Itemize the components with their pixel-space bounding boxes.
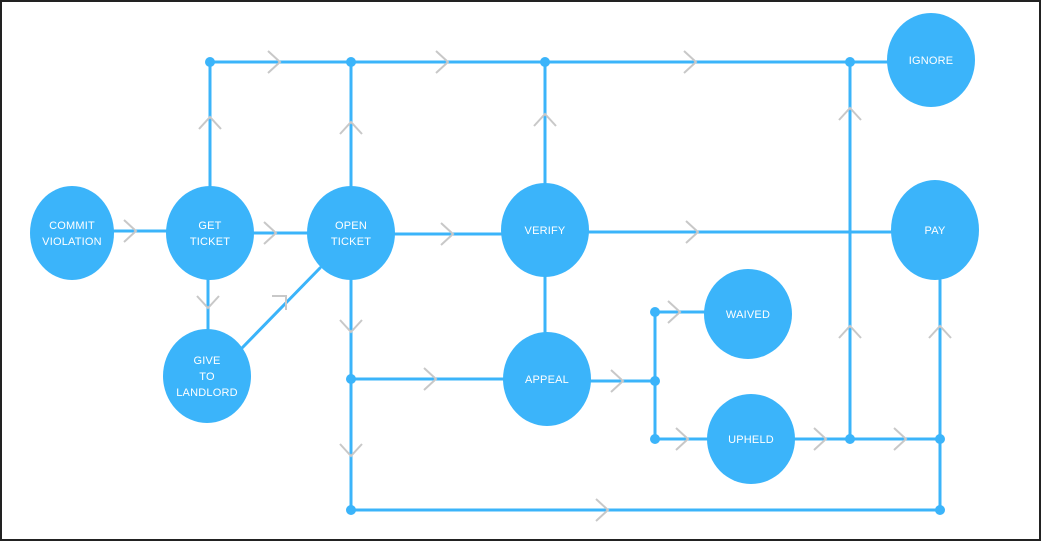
arrow-chevron-right — [440, 222, 455, 246]
junction-dot — [346, 57, 356, 67]
arrow-chevron-down — [339, 319, 363, 334]
node-get: GET TICKET — [166, 186, 254, 280]
edges-layer — [112, 60, 942, 512]
arrow-chevron-right — [813, 427, 828, 451]
node-upheld-shape — [707, 394, 795, 484]
arrow-chevron-down — [196, 295, 220, 310]
arrow-chevron-right — [683, 50, 698, 74]
junction-dot — [346, 505, 356, 515]
node-appeal-label: APPEAL — [525, 374, 569, 386]
arrow-chevron-up — [928, 324, 952, 339]
node-give: GIVE TO LANDLORD — [163, 329, 251, 423]
nodes-layer: COMMIT VIOLATION GET TICKET OPEN TICKET VERIFY… — [30, 13, 979, 484]
junction-dot — [205, 57, 215, 67]
arrow-chevron-right — [595, 498, 610, 522]
node-give-label: LANDLORD — [176, 387, 238, 399]
arrow-chevron-right — [263, 221, 278, 245]
junction-dot — [845, 57, 855, 67]
arrow-chevron-up — [838, 106, 862, 121]
node-get-shape — [166, 186, 254, 280]
junction-dot — [935, 434, 945, 444]
node-give-shape — [163, 329, 251, 423]
node-ignore-shape — [887, 13, 975, 107]
node-upheld: UPHELD — [707, 394, 795, 484]
node-commit-label: COMMIT — [49, 220, 95, 232]
arrow-chevron-up — [533, 112, 557, 127]
node-get-label: TICKET — [190, 236, 230, 248]
node-upheld-label: UPHELD — [728, 434, 774, 446]
arrows-layer — [123, 50, 952, 522]
node-commit-shape — [30, 186, 114, 280]
node-open-label: TICKET — [331, 236, 371, 248]
arrow-chevron-right — [893, 427, 908, 451]
node-pay: PAY — [891, 180, 979, 280]
node-open-label: OPEN — [335, 220, 367, 232]
connector-line — [653, 310, 709, 441]
node-commit-label: VIOLATION — [42, 236, 102, 248]
node-appeal: APPEAL — [503, 332, 591, 426]
arrow-chevron-right — [610, 369, 625, 393]
arrow-chevron-right — [423, 367, 438, 391]
junction-dots-layer — [205, 57, 945, 515]
arrow-chevron-up — [838, 324, 862, 339]
junction-dot — [845, 434, 855, 444]
node-verify-label: VERIFY — [525, 225, 566, 237]
arrow-chevron-up — [339, 120, 363, 135]
node-ignore: IGNORE — [887, 13, 975, 107]
arrow-chevron-upright — [272, 295, 287, 310]
arrow-chevron-right — [435, 50, 450, 74]
arrow-chevron-right — [123, 219, 138, 243]
arrow-chevron-right — [675, 427, 690, 451]
junction-dot — [650, 307, 660, 317]
node-ignore-label: IGNORE — [909, 55, 954, 67]
node-open-shape — [307, 186, 395, 280]
node-verify: VERIFY — [501, 183, 589, 277]
junction-dot — [650, 376, 660, 386]
junction-dot — [650, 434, 660, 444]
arrow-chevron-right — [667, 300, 682, 324]
junction-dot — [935, 505, 945, 515]
node-commit: COMMIT VIOLATION — [30, 186, 114, 280]
node-get-label: GET — [198, 220, 221, 232]
connector-line — [240, 266, 322, 350]
node-give-label: TO — [199, 371, 215, 383]
node-waived-label: WAIVED — [726, 309, 770, 321]
connector-line — [349, 278, 942, 512]
arrow-chevron-right — [267, 50, 282, 74]
node-open: OPEN TICKET — [307, 186, 395, 280]
node-pay-shape — [891, 180, 979, 280]
junction-dot — [540, 57, 550, 67]
node-appeal-shape — [503, 332, 591, 426]
node-give-label: GIVE — [193, 355, 220, 367]
connector-line — [208, 60, 889, 188]
node-pay-label: PAY — [925, 225, 946, 237]
arrow-chevron-right — [685, 220, 700, 244]
arrow-chevron-up — [198, 115, 222, 130]
node-waived: WAIVED — [704, 269, 792, 359]
arrow-chevron-down — [339, 443, 363, 458]
node-verify-shape — [501, 183, 589, 277]
node-waived-shape — [704, 269, 792, 359]
junction-dot — [346, 374, 356, 384]
